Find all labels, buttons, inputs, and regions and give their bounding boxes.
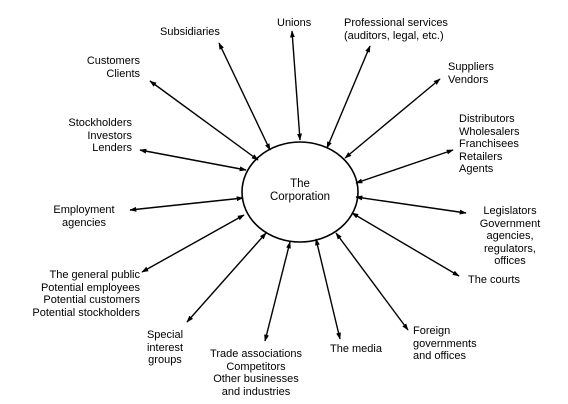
subsidiaries-label: Subsidiaries (160, 26, 220, 39)
label-line: and offices (413, 350, 467, 362)
foreign-governments-label: Foreign governments and offices (413, 325, 477, 363)
employment-agencies-label: Employment agencies (44, 204, 124, 229)
label-line: The courts (468, 274, 520, 286)
label-line: The media (330, 343, 382, 355)
label-line: Clients (106, 67, 140, 80)
arrow-customers (149, 80, 259, 161)
arrow-trade-associations (264, 241, 291, 342)
label-line: The general public (49, 269, 140, 281)
general-public-label: The general public Potential employees P… (10, 269, 140, 319)
trade-associations-label: Trade associations Competitors Other bus… (196, 348, 316, 398)
label-line: Wholesalers (459, 125, 520, 138)
label-line: Potential customers (43, 294, 140, 306)
arrow-subsidiaries (218, 42, 271, 151)
arrow-general-public (141, 214, 245, 273)
label-line: Unions (277, 17, 312, 29)
label-line: Retailers (459, 150, 503, 163)
arrow-courts (351, 212, 460, 277)
stockholders-label: Stockholders Investors Lenders (40, 117, 132, 155)
corporation-label: The Corporation (258, 178, 342, 204)
arrow-stockholders (139, 148, 247, 172)
label-line: Investors (87, 129, 132, 142)
arrow-suppliers (344, 78, 441, 159)
label-line: Employment (53, 204, 115, 216)
label-line: regulators, (484, 242, 536, 255)
arrow-media (315, 238, 341, 340)
label-line: Special (146, 329, 184, 341)
label-line: Stockholders (68, 117, 132, 129)
arrow-unions (290, 30, 302, 141)
label-line: Potential employees (40, 281, 140, 294)
corporation-label-line: Corporation (269, 191, 331, 203)
label-line: Competitors (226, 360, 286, 373)
label-line: and industries (221, 385, 291, 398)
label-line: Customers (86, 55, 140, 67)
arrow-professional-services (326, 45, 371, 149)
suppliers-label: Suppliers Vendors (448, 61, 494, 86)
unions-label: Unions (277, 17, 311, 30)
label-line: Distributors (459, 113, 515, 125)
arrow-legislators (355, 195, 467, 215)
corporation-label-line: The (290, 178, 310, 190)
label-line: Legislators (483, 205, 537, 217)
label-line: Trade associations (210, 348, 302, 360)
arrow-special-interest (186, 232, 267, 323)
label-line: agencies, (486, 230, 534, 242)
professional-services-label: Professional services (auditors, legal, … (344, 17, 448, 42)
special-interest-label: Special interest groups (140, 329, 190, 367)
arrow-foreign-governments (335, 232, 409, 331)
customers-label: Customers Clients (60, 55, 140, 80)
arrow-distributors (355, 149, 454, 184)
label-line: Subsidiaries (160, 26, 220, 38)
label-line: governments (413, 337, 477, 350)
label-line: Franchisees (459, 138, 519, 150)
distributors-label: Distributors Wholesalers Franchisees Ret… (459, 113, 520, 176)
label-line: Professional services (344, 17, 448, 29)
label-line: Agents (459, 163, 494, 175)
label-line: Government (479, 217, 541, 230)
label-line: offices (494, 255, 526, 267)
label-line: interest (146, 341, 184, 354)
label-line: groups (148, 354, 182, 366)
legislators-label: Legislators Government agencies, regulat… (470, 205, 550, 268)
arrow-employment-agencies (129, 196, 244, 212)
label-line: (auditors, legal, etc.) (344, 29, 444, 42)
label-line: Foreign (413, 325, 451, 337)
label-line: Suppliers (448, 61, 494, 73)
media-label: The media (330, 343, 382, 356)
label-line: Potential stockholders (32, 306, 140, 319)
label-line: agencies (61, 216, 107, 229)
label-line: Other businesses (213, 373, 299, 385)
label-line: Lenders (92, 142, 132, 154)
label-line: Vendors (448, 73, 489, 86)
corporation-circle (241, 141, 359, 243)
courts-label: The courts (468, 274, 520, 287)
